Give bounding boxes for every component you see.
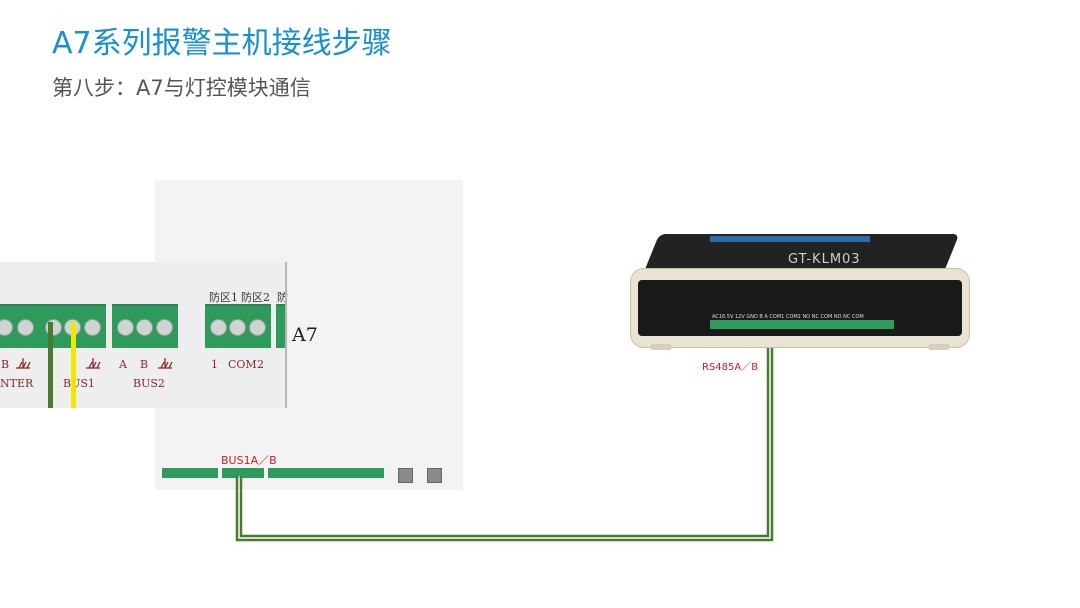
- zoom-divider: [285, 262, 287, 408]
- bus1-ab-label: BUS1A／B: [221, 454, 277, 467]
- board-terminal-strip: [162, 468, 218, 478]
- board-terminal-zones: [268, 468, 384, 478]
- board-terminal-bus1: [222, 468, 264, 478]
- board-button-1: [398, 468, 413, 483]
- terminal-block-zones: [205, 304, 271, 348]
- terminal-block-zone3: [276, 304, 286, 348]
- label-2: 2: [257, 358, 264, 371]
- yellow-wire: [71, 322, 76, 408]
- page-subtitle: 第八步：A7与灯控模块通信: [52, 76, 311, 100]
- ground-icon: [16, 358, 31, 369]
- label-b2: B: [140, 358, 149, 371]
- label-nter: NTER: [0, 377, 34, 390]
- zone1-label: 防区1: [209, 291, 238, 304]
- label-bus1: BUS1: [63, 377, 95, 390]
- a7-label: A7: [292, 324, 318, 346]
- device-model-label: GT-KLM03: [788, 252, 861, 267]
- device-terminal-strip: [710, 320, 894, 329]
- zone2-label: 防区2: [241, 291, 270, 304]
- light-control-module: GT-KLM03 AC16.5V 12V GND B A COM1 COM2 N…: [630, 234, 970, 354]
- page-title: A7系列报警主机接线步骤: [52, 26, 392, 61]
- ground-icon: [158, 358, 173, 369]
- device-foot: [928, 344, 950, 350]
- label-bus2: BUS2: [133, 377, 165, 390]
- terminal-block-bus2: [112, 304, 178, 348]
- label-b: B: [1, 358, 10, 371]
- device-top-band: [710, 236, 870, 242]
- green-wire: [48, 322, 53, 408]
- zone3-label: 防: [277, 291, 288, 304]
- board-button-2: [427, 468, 442, 483]
- label-1: 1: [211, 358, 218, 371]
- terminal-block-enter: [0, 304, 40, 348]
- label-com: COM: [228, 358, 257, 371]
- device-terminal-labels: AC16.5V 12V GND B A COM1 COM2 NO NC COM …: [712, 314, 864, 320]
- device-foot: [650, 344, 672, 350]
- ground-icon: [86, 358, 101, 369]
- rs485-label: RS485A／B: [702, 362, 759, 373]
- label-a: A: [119, 358, 127, 371]
